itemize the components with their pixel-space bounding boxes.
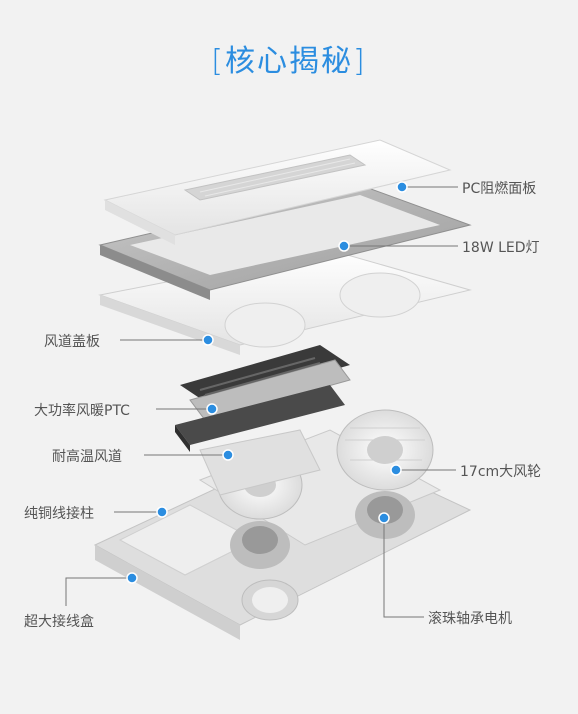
left-bracket: [: [211, 44, 225, 79]
air-duct: [199, 429, 321, 496]
label-led: 18W LED灯: [462, 240, 540, 256]
label-junction-box: 超大接线盒: [24, 614, 94, 630]
callout-dots: [126, 181, 408, 584]
label-high-temp-duct: 耐高温风道: [52, 449, 122, 465]
led-frame: [98, 184, 472, 300]
title-text: 核心揭秘: [225, 44, 353, 79]
ptc-heater: [175, 345, 351, 452]
page-title: [核心揭秘]: [0, 36, 578, 80]
label-pc-panel: PC阻燃面板: [462, 181, 537, 197]
motors: [230, 491, 415, 569]
label-wheel: 17cm大风轮: [460, 464, 542, 480]
leader-lines: [65, 186, 458, 618]
label-copper-post: 纯铜线接柱: [24, 506, 94, 522]
label-motor: 滚珠轴承电机: [428, 611, 512, 627]
label-ptc: 大功率风暖PTC: [34, 403, 130, 419]
pc-panel: [103, 139, 452, 245]
right-bracket: ]: [353, 44, 367, 79]
label-air-cover: 风道盖板: [44, 334, 100, 350]
